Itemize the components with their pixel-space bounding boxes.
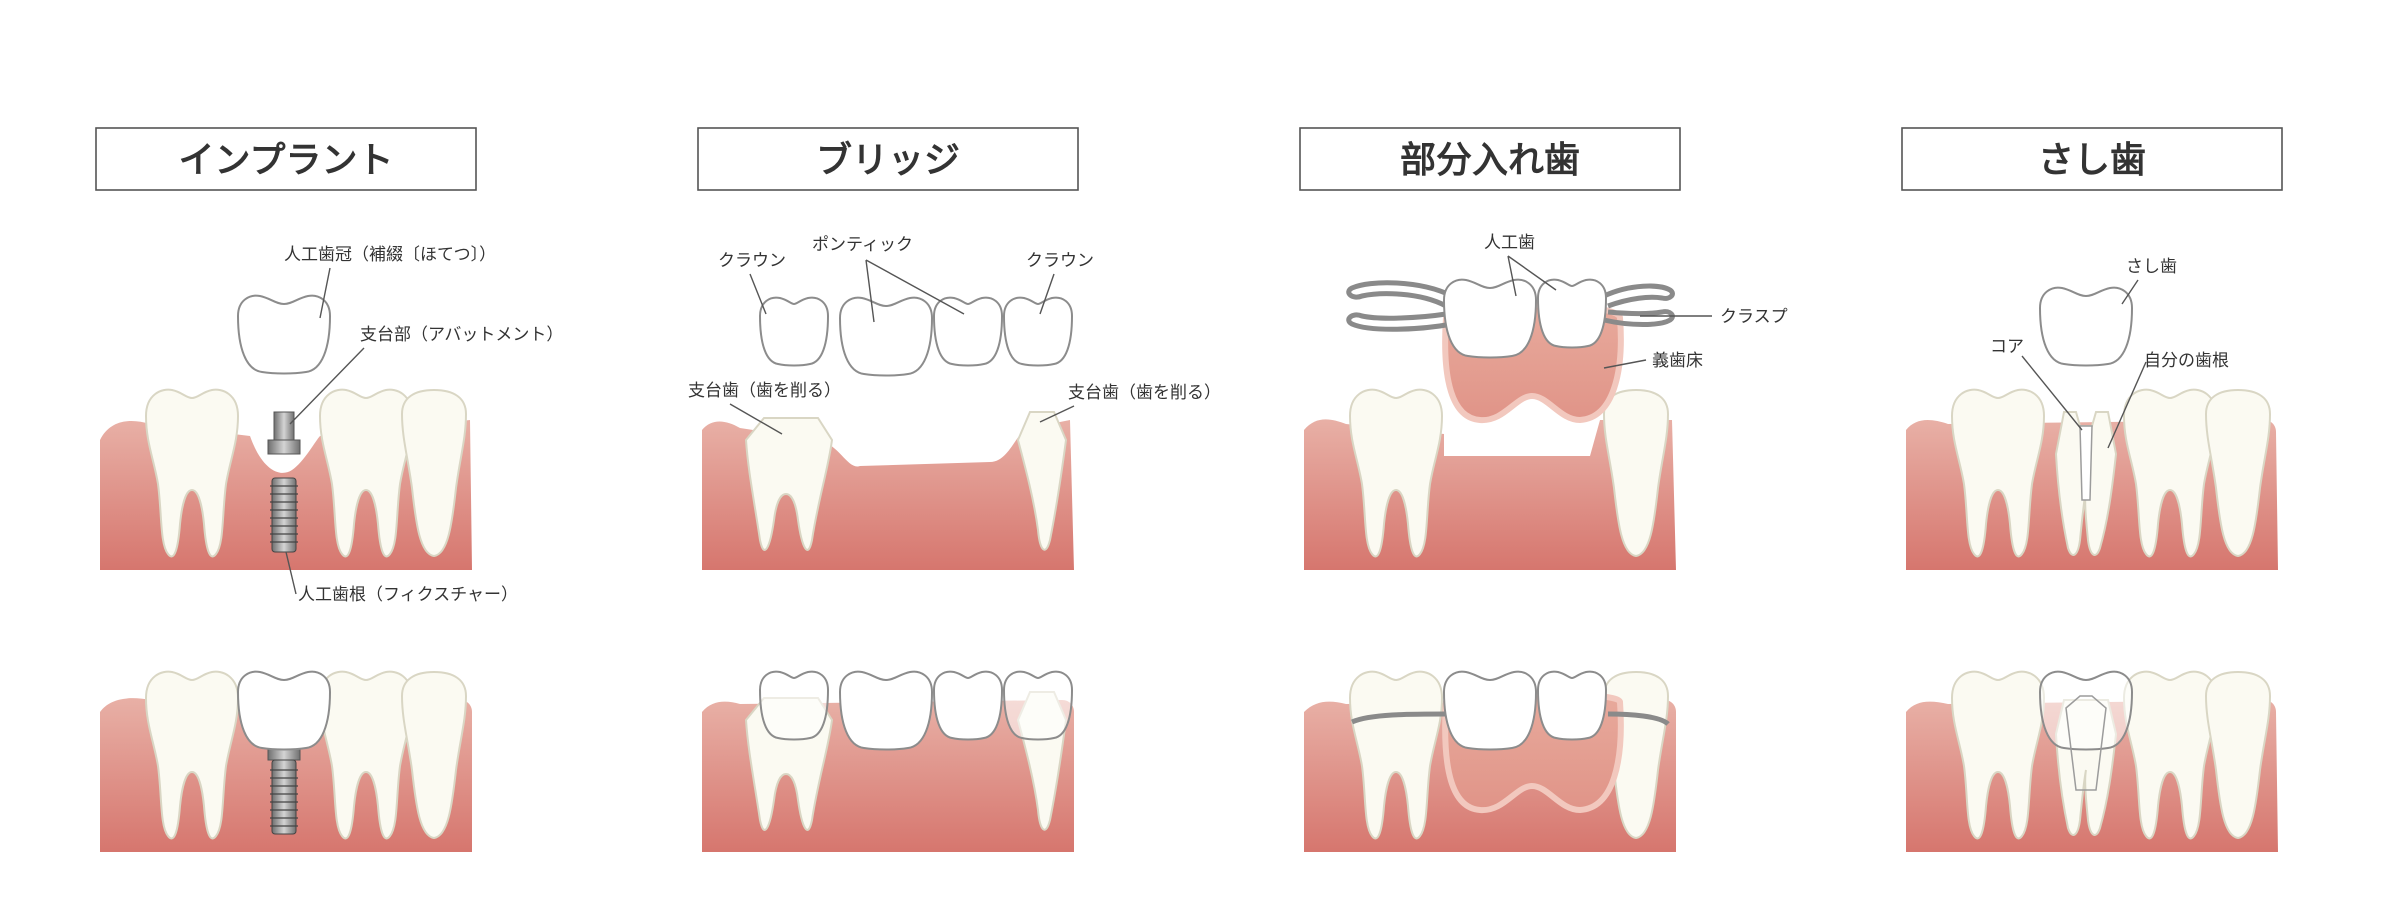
clasp xyxy=(1350,711,1447,725)
panel-title: インプラント xyxy=(179,140,394,181)
bridge-crown xyxy=(1003,296,1073,367)
panel-implant: インプラント 人工歯冠（補綴〔ほてつ〕） 支台部（アバットメント） 人工歯根（フ… xyxy=(95,127,563,852)
label-abutment-left: 支台歯（歯を削る） xyxy=(688,381,841,401)
prepared-abutment-tooth xyxy=(1016,411,1068,551)
leader-line xyxy=(2121,279,2139,305)
post-crown xyxy=(2039,286,2133,367)
label-clasp: クラスプ xyxy=(1720,307,1788,327)
clasp xyxy=(1346,311,1453,332)
bridge-crown xyxy=(759,296,829,367)
leader-line xyxy=(1039,273,1055,315)
leader-line xyxy=(749,273,767,315)
label-fixture: 人工歯根（フィクスチャー） xyxy=(298,585,518,605)
clasp xyxy=(1346,280,1454,309)
label-crown-left: クラウン xyxy=(718,251,786,271)
panel-title: 部分入れ歯 xyxy=(1400,140,1580,181)
label-abutment-right: 支台歯（歯を削る） xyxy=(1068,383,1221,403)
label-artificial-teeth: 人工歯 xyxy=(1484,233,1535,253)
panel-title-box xyxy=(95,127,477,191)
leader-line xyxy=(1039,405,1075,423)
prepared-abutment-tooth xyxy=(744,417,834,551)
label-crown-right: クラウン xyxy=(1026,251,1094,271)
panel-title-box xyxy=(1901,127,2283,191)
clasp xyxy=(1602,283,1675,309)
leader-line xyxy=(1603,359,1647,369)
label-root: 自分の歯根 xyxy=(2144,351,2229,371)
label-core: コア xyxy=(1990,337,2024,357)
leader-line xyxy=(865,259,965,323)
post-crown xyxy=(2039,670,2133,751)
artificial-tooth xyxy=(1443,670,1537,751)
label-pontic: ポンティック xyxy=(812,235,913,255)
pontic xyxy=(933,670,1003,741)
leader-line xyxy=(289,347,365,425)
panel-post-crown: さし歯 さし歯 コア 自分の歯根 xyxy=(1901,127,2283,852)
label-abutment: 支台部（アバットメント） xyxy=(360,325,563,345)
label-denture-base: 義歯床 xyxy=(1652,351,1703,371)
clasp xyxy=(1607,711,1670,727)
panel-title-box xyxy=(1299,127,1681,191)
bridge-crown xyxy=(1003,670,1073,741)
pontic xyxy=(933,296,1003,367)
abutment xyxy=(273,411,295,441)
leader-line xyxy=(285,551,297,595)
label-crown: 人工歯冠（補綴〔ほてつ〕） xyxy=(284,245,496,265)
panel-title-box xyxy=(697,127,1079,191)
artificial-tooth xyxy=(1443,278,1537,359)
pontic xyxy=(839,670,933,751)
fixture-screw xyxy=(271,477,297,553)
core-post xyxy=(2065,695,2107,791)
clasp xyxy=(1603,309,1675,327)
panel-title: ブリッジ xyxy=(816,139,960,181)
artificial-crown xyxy=(237,294,331,375)
screw-threads xyxy=(270,485,298,543)
panel-bridge: ブリッジ クラウン ポンティック クラウン 支台歯（歯を削る） 支台歯（歯を削る… xyxy=(688,127,1221,852)
label-post-crown: さし歯 xyxy=(2126,257,2177,277)
panel-title: さし歯 xyxy=(2038,140,2146,181)
artificial-tooth xyxy=(1537,670,1607,741)
leader-line xyxy=(729,403,783,435)
artificial-tooth xyxy=(1537,278,1607,349)
leader-line xyxy=(2107,361,2147,449)
screw-threads xyxy=(270,769,298,827)
leader-line xyxy=(319,267,331,319)
abutment-collar xyxy=(267,439,301,455)
leader-line xyxy=(1507,255,1557,297)
fixture-screw xyxy=(271,759,297,835)
leader-line xyxy=(2021,355,2083,431)
pontic xyxy=(839,296,933,377)
artificial-crown xyxy=(237,670,331,751)
core-post xyxy=(2079,425,2093,501)
bridge-crown xyxy=(759,670,829,741)
panel-partial-denture: 部分入れ歯 人工歯 クラスプ 義歯床 xyxy=(1299,127,1788,852)
